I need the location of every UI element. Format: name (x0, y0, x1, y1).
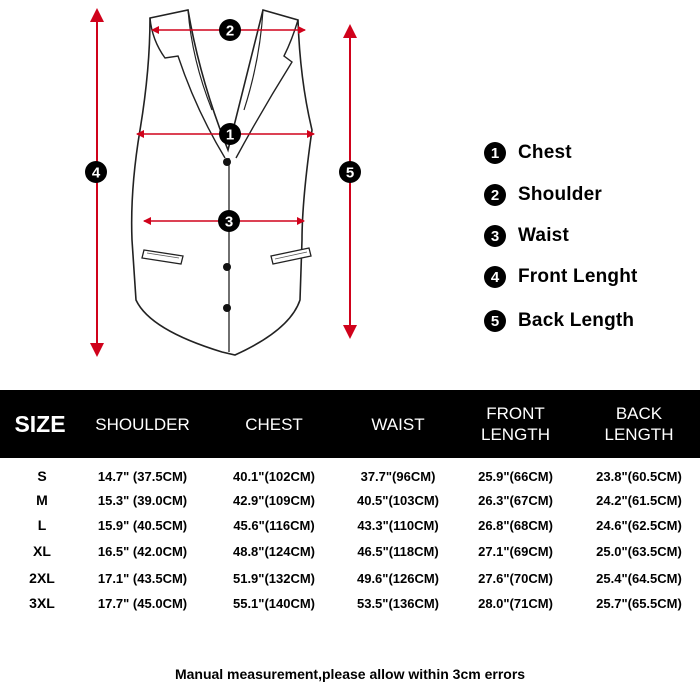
button (223, 158, 231, 166)
marker-3: 3 (218, 210, 240, 232)
legend-item-shoulder: 2 Shoulder (484, 182, 602, 208)
cell-size: S (37, 468, 47, 484)
right-pocket (270, 247, 312, 265)
cell-size: 2XL (29, 570, 55, 586)
cell-back-length: 25.4"(64.5CM) (596, 570, 682, 586)
vest-outline (130, 9, 313, 356)
cell-shoulder: 14.7" (37.5CM) (97, 468, 188, 484)
header-back-line2: LENGTH (604, 425, 674, 444)
table-row: XL 16.5" (42.0CM) 48.8"(124CM) 46.5"(118… (0, 539, 700, 563)
legend-label: Waist (518, 225, 569, 246)
cell-chest: 45.6"(116CM) (233, 517, 315, 533)
cell-waist: 46.5"(118CM) (357, 543, 439, 559)
cell-waist: 40.5"(103CM) (356, 492, 440, 508)
header-size: SIZE (14, 410, 66, 437)
header-front-length: FRONT LENGTH (453, 390, 578, 458)
header-front-line1: FRONT (486, 404, 545, 423)
cell-size: L (37, 517, 47, 533)
header-front-line2: LENGTH (481, 425, 550, 444)
legend-number: 1 (484, 142, 506, 164)
table-row: 3XL 17.7" (45.0CM) 55.1"(140CM) 53.5"(13… (0, 591, 700, 615)
cell-back-length: 23.8"(60.5CM) (596, 468, 682, 484)
table-header: SIZE SHOULDER CHEST WAIST FRONT LENGTH B… (0, 390, 700, 458)
cell-back-length: 24.2"(61.5CM) (596, 492, 682, 508)
marker-5: 5 (339, 161, 361, 183)
cell-chest: 55.1"(140CM) (232, 595, 316, 611)
cell-chest: 42.9"(109CM) (232, 492, 316, 508)
cell-shoulder: 16.5" (42.0CM) (97, 543, 188, 559)
cell-waist: 43.3"(110CM) (357, 517, 439, 533)
header-shoulder: SHOULDER (95, 414, 190, 434)
cell-shoulder: 15.3" (39.0CM) (97, 492, 188, 508)
cell-size: XL (33, 543, 51, 559)
button (223, 304, 231, 312)
legend-item-back-length: 5 Back Length (484, 308, 634, 334)
legend-item-waist: 3 Waist (484, 223, 569, 249)
cell-shoulder: 15.9" (40.5CM) (97, 517, 188, 533)
table-row: S 14.7" (37.5CM) 40.1"(102CM) 37.7"(96CM… (0, 464, 700, 488)
cell-shoulder: 17.1" (43.5CM) (97, 570, 188, 586)
table-row: L 15.9" (40.5CM) 45.6"(116CM) 43.3"(110C… (0, 513, 700, 537)
cell-waist: 37.7"(96CM) (360, 468, 436, 484)
cell-waist: 53.5"(136CM) (356, 595, 440, 611)
legend-label: Front Lenght (518, 266, 638, 287)
table-row: M 15.3" (39.0CM) 42.9"(109CM) 40.5"(103C… (0, 488, 700, 512)
button (223, 263, 231, 271)
header-waist: WAIST (371, 414, 425, 434)
svg-text:3: 3 (225, 214, 233, 231)
cell-back-length: 24.6"(62.5CM) (596, 517, 682, 533)
cell-back-length: 25.7"(65.5CM) (596, 595, 682, 611)
legend-label: Back Length (518, 310, 635, 331)
cell-chest: 48.8"(124CM) (232, 543, 316, 559)
legend-number: 2 (484, 184, 506, 206)
svg-text:4: 4 (92, 165, 101, 182)
measurement-footnote: Manual measurement,please allow within 3… (174, 666, 526, 682)
table-row: 2XL 17.1" (43.5CM) 51.9"(132CM) 49.6"(12… (0, 566, 700, 590)
marker-4: 4 (85, 161, 107, 183)
legend-number: 5 (484, 310, 506, 332)
header-back-line1: BACK (615, 404, 663, 423)
cell-front-length: 27.1"(69CM) (478, 543, 553, 559)
svg-text:1: 1 (226, 127, 234, 144)
legend-number: 3 (484, 225, 506, 247)
marker-2: 2 (219, 19, 241, 41)
cell-front-length: 26.8"(68CM) (478, 517, 553, 533)
legend-item-front-length: 4 Front Lenght (484, 264, 638, 290)
svg-text:5: 5 (346, 165, 354, 182)
vest-measurement-diagram: 2 1 3 4 5 (85, 7, 361, 357)
cell-front-length: 28.0"(71CM) (478, 595, 553, 611)
cell-chest: 40.1"(102CM) (232, 468, 316, 484)
cell-front-length: 26.3"(67CM) (478, 492, 553, 508)
header-back-length: BACK LENGTH (578, 390, 700, 458)
legend-label: Shoulder (518, 184, 602, 205)
cell-back-length: 25.0"(63.5CM) (596, 543, 682, 559)
cell-front-length: 27.6"(70CM) (478, 570, 553, 586)
legend-item-chest: 1 Chest (484, 140, 572, 166)
marker-1: 1 (219, 123, 241, 145)
legend-label: Chest (518, 142, 572, 163)
cell-size: M (36, 492, 48, 508)
cell-chest: 51.9"(132CM) (232, 570, 316, 586)
legend-number: 4 (484, 266, 506, 288)
svg-text:2: 2 (226, 23, 234, 40)
cell-shoulder: 17.7" (45.0CM) (97, 595, 188, 611)
cell-front-length: 25.9"(66CM) (478, 468, 553, 484)
cell-size: 3XL (29, 595, 55, 611)
header-chest: CHEST (245, 414, 303, 434)
cell-waist: 49.6"(126CM) (356, 570, 440, 586)
